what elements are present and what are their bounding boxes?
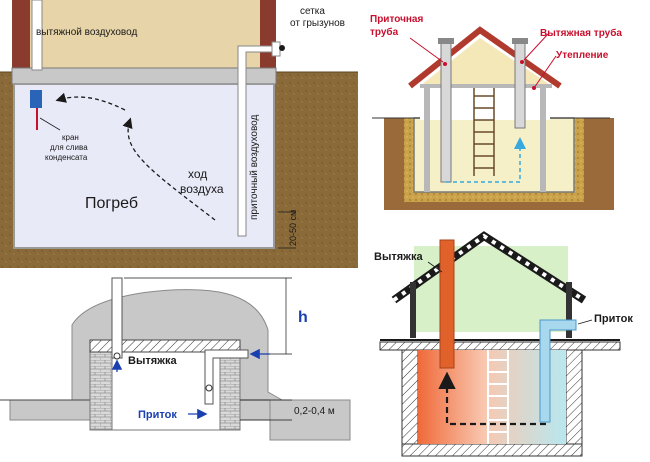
label-airflow-line2: воздуха xyxy=(180,182,224,196)
house-wall-right xyxy=(260,0,276,72)
rodent-mesh-icon xyxy=(279,45,285,51)
label-gap-20-50: 20-50 см xyxy=(288,210,298,246)
label-tap-line1: кран xyxy=(62,133,79,142)
airflow-arrow-2 xyxy=(446,137,526,183)
label-supply-pipe-line1: Приточная xyxy=(370,14,423,25)
label-supply-pipe-line2: труба xyxy=(370,26,399,38)
label-supply-4: Приток xyxy=(594,313,633,325)
label-insulation: Утепление xyxy=(556,50,609,61)
label-tap-line3: конденсата xyxy=(45,153,88,162)
exhaust-pipe-2 xyxy=(514,41,526,129)
airflow-arrow-up xyxy=(122,117,216,221)
airflow-arrow-4 xyxy=(438,371,546,426)
cellar-room xyxy=(13,83,275,249)
ladder-2 xyxy=(473,88,495,176)
label-mesh-line1: сетка xyxy=(300,6,325,17)
panel-house-cellar: Вытяжка Приток xyxy=(374,231,633,457)
label-gap-0-2-0-4: 0,2-0,4 м xyxy=(294,406,335,417)
label-exhaust-duct: вытяжной воздуховод xyxy=(36,27,137,38)
label-supply-3: Приток xyxy=(138,409,177,421)
airflow-arrow-left xyxy=(55,92,126,111)
label-height-h: h xyxy=(298,309,308,326)
supply-pipe-4 xyxy=(539,319,577,423)
label-cellar: Погреб xyxy=(85,195,138,212)
house-interior-4 xyxy=(414,246,568,332)
supply-pipe-3 xyxy=(204,349,249,405)
panel-cellar-ducts: вытяжной воздуховод сетка от грызунов пр… xyxy=(0,0,358,268)
house-wall-left xyxy=(12,0,30,72)
exhaust-duct-pipe xyxy=(31,0,43,71)
label-exhaust-pipe: Вытяжная труба xyxy=(540,27,622,39)
label-tap-line2: для слива xyxy=(50,143,88,152)
ladder-4 xyxy=(487,350,509,444)
brick-wall-left xyxy=(89,339,113,431)
label-mesh-line2: от грызунов xyxy=(290,18,345,29)
panel-cellar-roof: Приточная труба Вытяжная труба Утепление xyxy=(368,0,650,215)
panel-mound-cellar: h Вытяжка Приток 0,2-0,4 м xyxy=(0,277,351,441)
exhaust-pipe-3 xyxy=(111,277,123,359)
condensate-tap-icon xyxy=(30,90,42,108)
exhaust-pipe-4 xyxy=(439,239,455,369)
floor-slab xyxy=(11,67,277,85)
label-exhaust-4: Вытяжка xyxy=(374,251,423,263)
roof xyxy=(408,26,562,89)
label-supply-duct: приточный воздуховод xyxy=(249,115,260,220)
label-airflow-line1: ход xyxy=(188,167,207,181)
label-exhaust-3: Вытяжка xyxy=(128,355,177,367)
